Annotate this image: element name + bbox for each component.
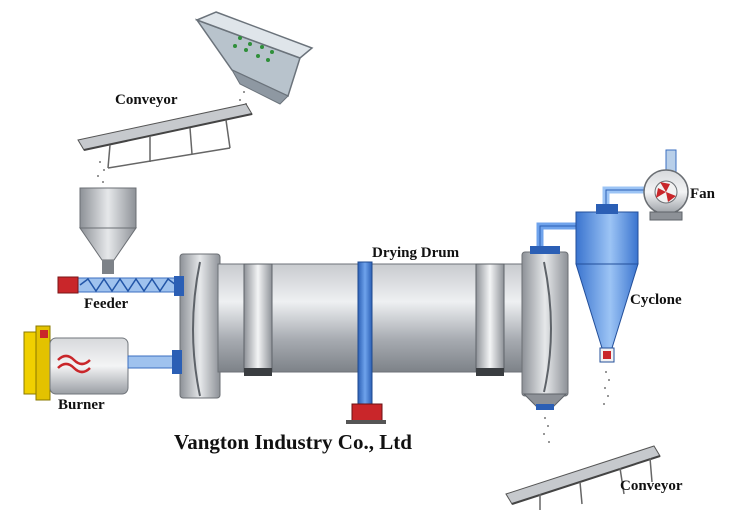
drum-inlet-hood (172, 253, 221, 399)
drying-drum (217, 261, 531, 424)
conveyor-top (77, 103, 253, 183)
feed-hopper-top (194, 11, 314, 109)
feeder-label: Feeder (84, 296, 129, 312)
feeder-hopper (79, 187, 137, 274)
drying-drum-label: Drying Drum (372, 245, 460, 261)
company-name: Vangton Industry Co., Ltd (174, 430, 412, 454)
exhaust-duct (536, 222, 578, 246)
conveyor-top-label: Conveyor (115, 92, 178, 108)
burner (23, 325, 179, 401)
conveyor-bottom (505, 445, 661, 510)
drum-discharge-hood (521, 246, 569, 443)
fan-duct (602, 186, 646, 204)
cyclone-label: Cyclone (630, 292, 682, 308)
conveyor-bottom-label: Conveyor (620, 478, 683, 494)
burner-label: Burner (58, 397, 105, 413)
fan (643, 149, 689, 221)
cyclone (575, 204, 639, 405)
fan-label: Fan (690, 186, 716, 202)
